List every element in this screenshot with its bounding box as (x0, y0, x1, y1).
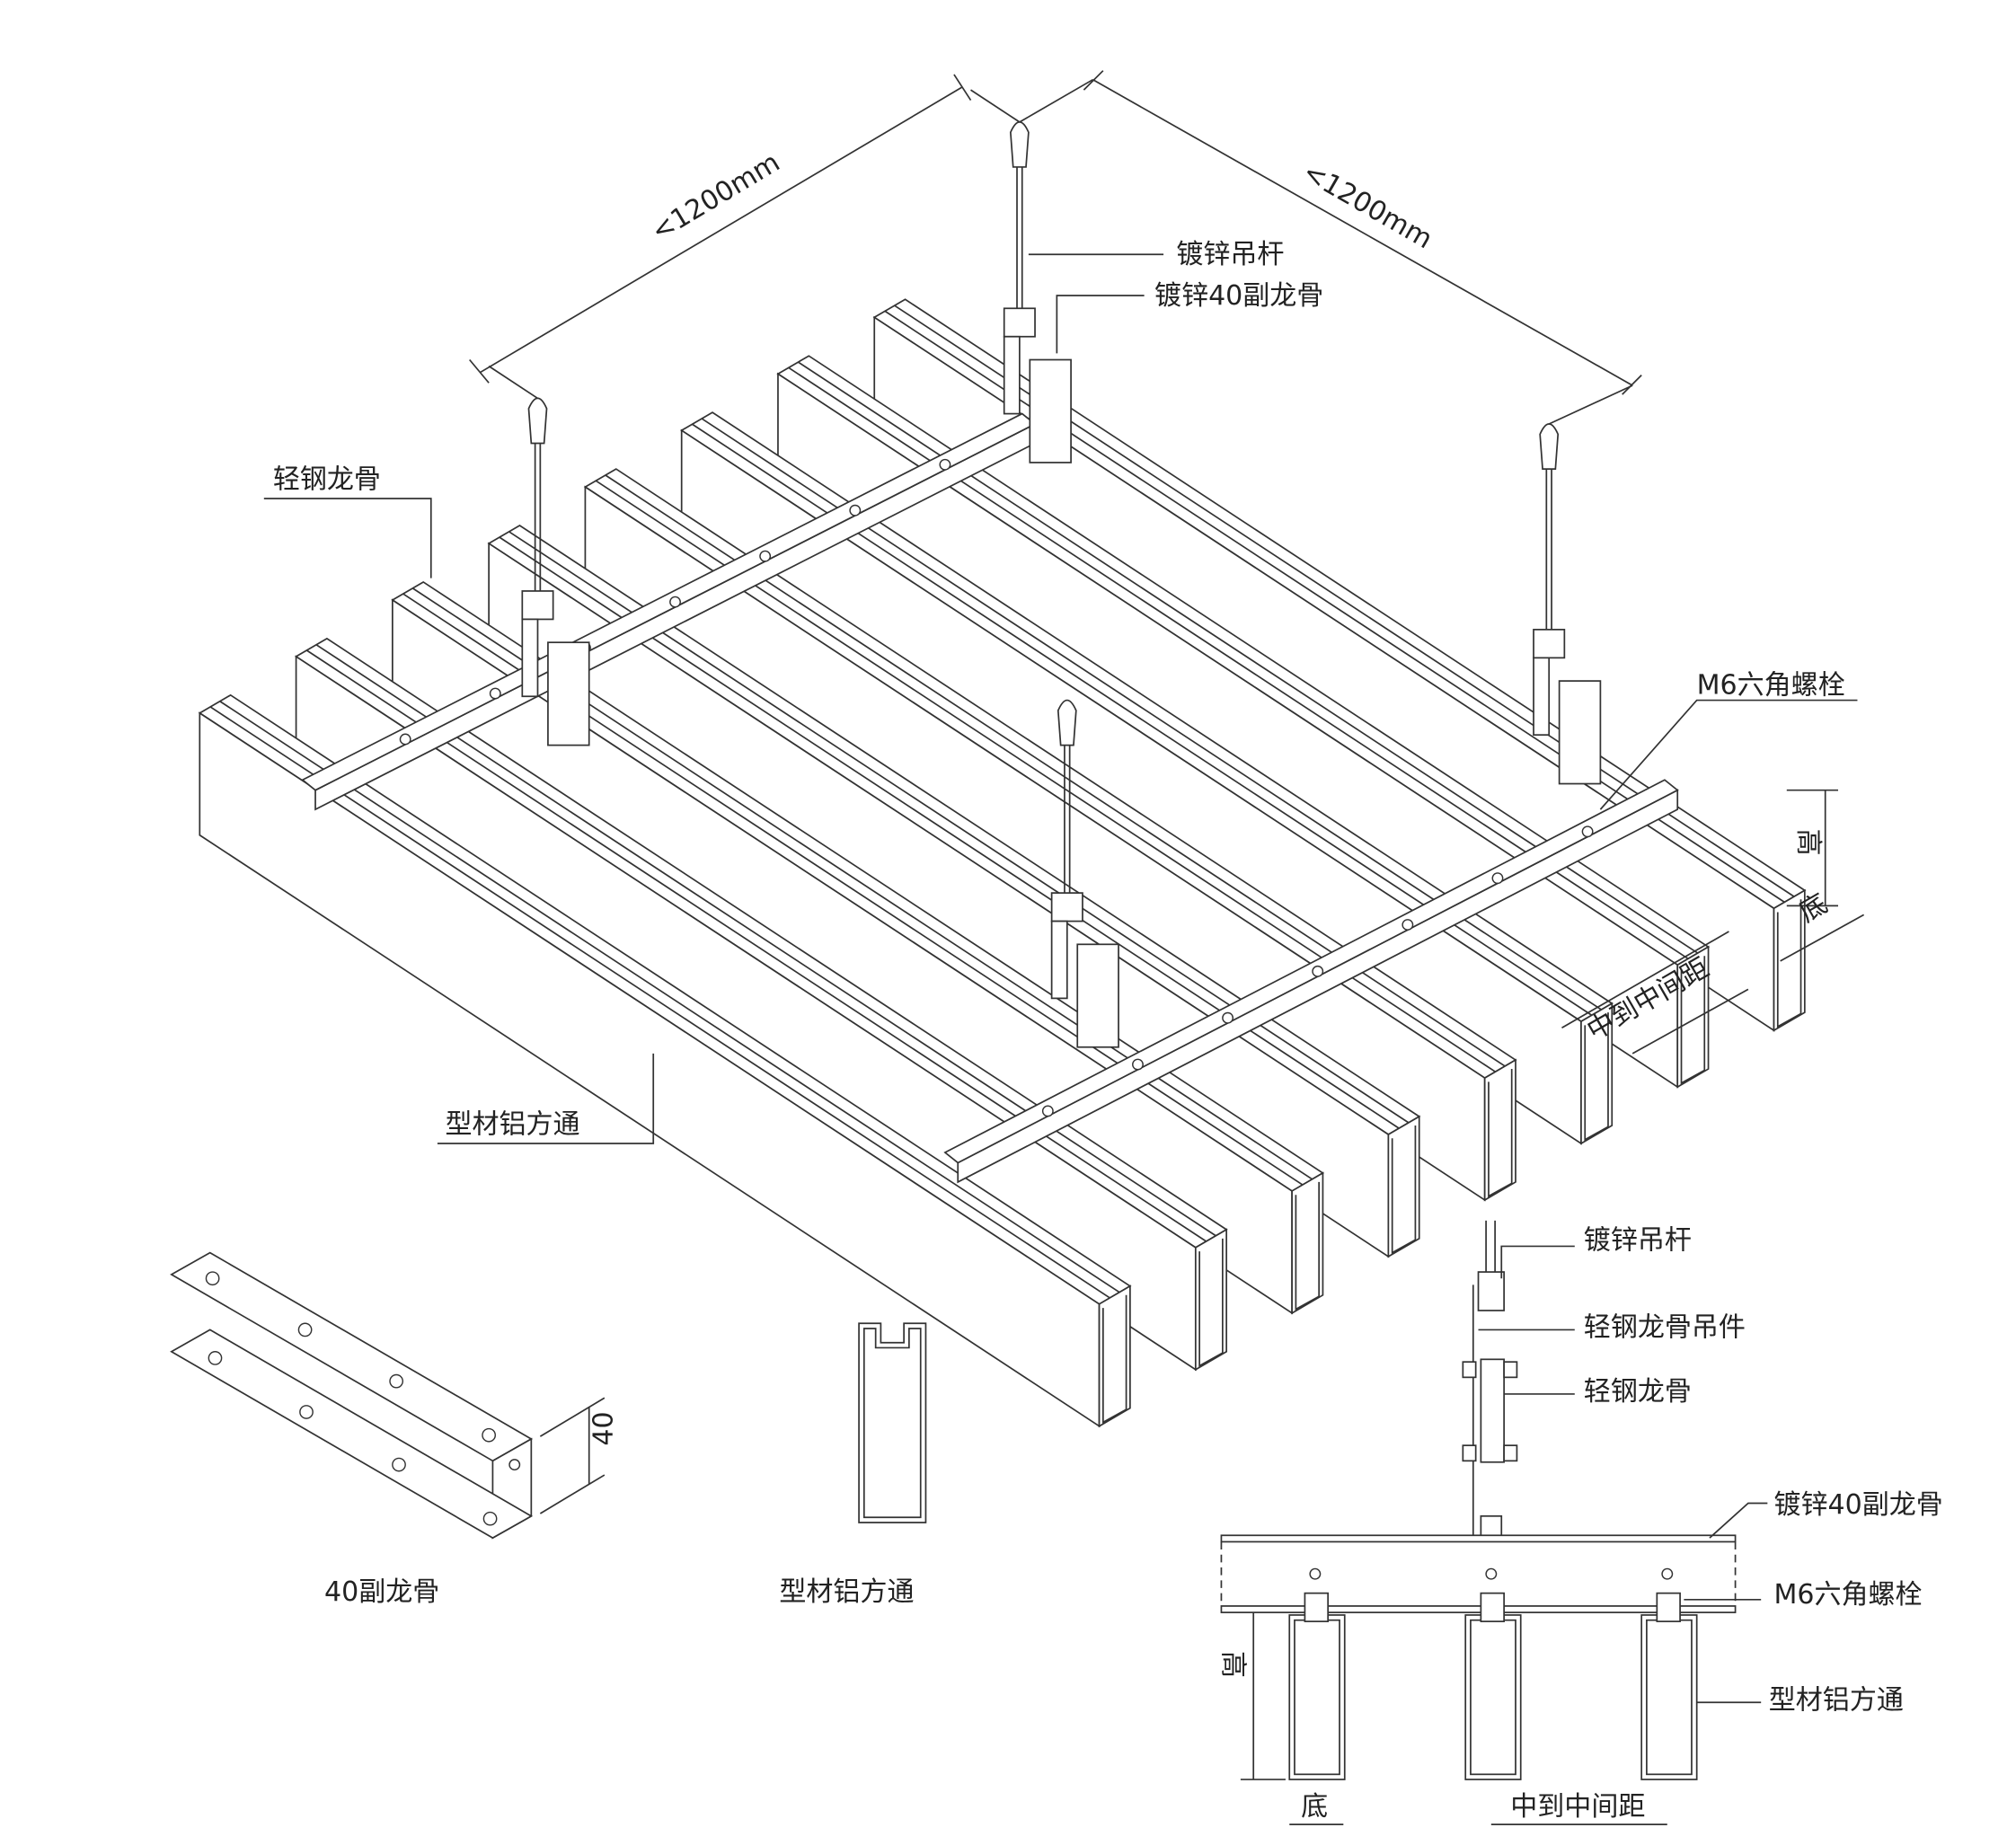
bolt-icon (1304, 1592, 1330, 1622)
tube-end-face (1291, 1171, 1324, 1315)
hanger-clip (1050, 892, 1083, 922)
tube-end-face (1194, 1228, 1228, 1372)
tube-outline (1464, 1614, 1522, 1780)
section-tube (1288, 1592, 1346, 1780)
rod-head (1057, 699, 1077, 746)
rod-head (1009, 121, 1030, 168)
keel-post (547, 641, 590, 746)
keel-dimension-40: 40 (588, 1411, 619, 1445)
tube-end-inner (1584, 1012, 1609, 1142)
label-secondary-keel: 镀锌40副龙骨 (1154, 280, 1323, 312)
tube-end-inner (1488, 1069, 1513, 1198)
bolt-icon (1401, 919, 1414, 931)
tube-slot-line (219, 701, 1120, 1293)
keel-post (1029, 358, 1072, 463)
tube-end-inner (1295, 1181, 1321, 1311)
tube-outline (1288, 1614, 1346, 1780)
dim-right-label: <1200mm (1297, 156, 1437, 255)
tube-slot-line (305, 649, 1207, 1242)
tube-end-inner (1101, 1294, 1127, 1424)
label-bolt: M6六角螺栓 (1697, 669, 1845, 701)
bolt-icon (1132, 1058, 1144, 1071)
bolt-icon (939, 458, 951, 471)
hanger-bracket (1050, 920, 1068, 1000)
hanger-rod (1533, 423, 1602, 785)
secondary-keel-detail: 40 40副龙骨 (170, 1251, 619, 1608)
label-aluminum-tube: 型材铝方通 (446, 1109, 580, 1141)
bolt-icon (1656, 1592, 1681, 1622)
section-keel-hanger: 轻钢龙骨吊件 (1584, 1312, 1746, 1344)
hanger-bracket (1003, 335, 1021, 415)
tube-end-face (1580, 1002, 1614, 1145)
section-bolt: M6六角螺栓 (1773, 1579, 1922, 1611)
bolt-icon (1480, 1592, 1505, 1622)
tube-end-inner (1776, 899, 1802, 1028)
tube-end-face (1676, 945, 1710, 1089)
tube-end-face (1098, 1284, 1131, 1428)
light-steel-keel (943, 779, 1679, 1184)
hanger-bracket (1533, 657, 1551, 737)
light-steel-keel (301, 412, 1037, 811)
tube-end-inner (1198, 1238, 1224, 1367)
aluminum-tube (198, 693, 1132, 1428)
section-tube (1640, 1592, 1698, 1780)
bolt-icon (399, 733, 411, 746)
bolt-icon (759, 550, 772, 562)
hanger-rods (521, 121, 1602, 1048)
rod-head (527, 397, 548, 445)
light-steel-keels (301, 412, 1679, 1184)
rod-head (1539, 423, 1560, 470)
keel-caption: 40副龙骨 (324, 1576, 439, 1608)
bolt-icon (489, 687, 501, 700)
hanger-bracket (521, 618, 539, 698)
hanger-rod (1050, 699, 1119, 1048)
tube-outline (1640, 1614, 1698, 1780)
hanger-clip (1533, 629, 1566, 659)
section-spacing: 中到中间距 (1510, 1791, 1645, 1823)
bolt-icon (669, 596, 681, 608)
hanger-rod (521, 397, 590, 746)
section-tube (1464, 1592, 1522, 1780)
bolt-icon (1041, 1105, 1054, 1117)
bolt-icon (849, 504, 862, 516)
tube-end-face (1483, 1058, 1516, 1202)
bolt-icon (1222, 1011, 1234, 1024)
hanger-rod (1003, 121, 1072, 463)
hanger-clip (521, 590, 554, 621)
aluminum-tubes (198, 298, 1807, 1428)
bolt-icon (1312, 965, 1324, 977)
section-hanger-rod: 镀锌吊杆 (1584, 1224, 1692, 1256)
tube-slot-line (209, 705, 1110, 1299)
keel-post (1076, 943, 1119, 1048)
hanger-clip (1003, 307, 1036, 338)
tube-profile-detail: 型材铝方通 (779, 1322, 927, 1608)
tube-end-inner (1391, 1125, 1417, 1255)
bolt-icon (1491, 872, 1504, 885)
section-aluminum-tube: 型材铝方通 (1769, 1684, 1904, 1716)
label-light-steel-keel: 轻钢龙骨 (273, 464, 381, 496)
tube-end-face (1773, 888, 1806, 1032)
section-secondary-keel: 镀锌40副龙骨 (1773, 1489, 1942, 1521)
label-hanger-rod: 镀锌吊杆 (1176, 239, 1284, 270)
section-height: 高 (1216, 1651, 1248, 1678)
section-detail: 高 底 中到中间距 镀锌吊杆 轻钢龙骨吊件 轻钢龙骨 镀锌40副龙骨 M6六角螺… (1216, 1220, 1943, 1825)
dimension-right: <1200mm (1019, 70, 1642, 425)
keel-post (1558, 680, 1602, 785)
label-height: 高 (1792, 829, 1824, 856)
tube-end-face (1387, 1115, 1420, 1258)
tube-profile-caption: 型材铝方通 (779, 1576, 914, 1608)
section-light-steel-keel: 轻钢龙骨 (1584, 1376, 1692, 1408)
tube-slot-line (315, 644, 1217, 1237)
bolt-icon (1581, 825, 1594, 838)
section-base: 底 (1301, 1791, 1328, 1823)
